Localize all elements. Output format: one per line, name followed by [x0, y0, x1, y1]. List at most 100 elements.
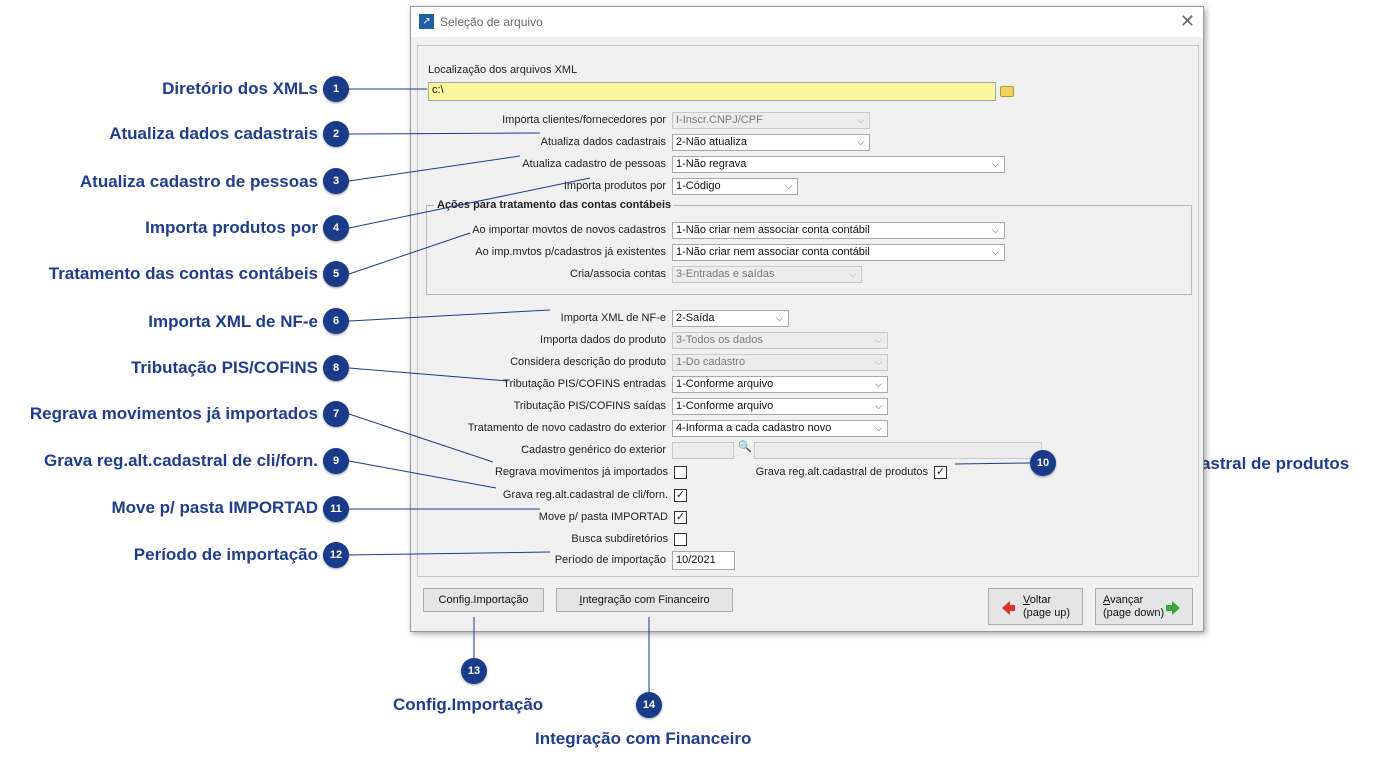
import-product-data-select[interactable]: 3-Todos os dados⌵: [672, 332, 888, 349]
chevron-down-icon: ⌵: [992, 159, 999, 169]
chevron-down-icon: ⌵: [992, 247, 999, 257]
import-nfe-value: 2-Saída: [676, 312, 715, 324]
folder-icon[interactable]: [1000, 86, 1014, 97]
close-icon[interactable]: ✕: [1179, 11, 1195, 31]
chevron-down-icon: ⌵: [992, 225, 999, 235]
import-products-label: Importa produtos por: [563, 180, 666, 192]
annotation-badge-5: 5: [323, 261, 349, 287]
import-products-select[interactable]: 1-Código ⌵: [672, 178, 798, 195]
annotation-label-4: Importa produtos por: [145, 218, 318, 237]
annotation-label-7: Regrava movimentos já importados: [29, 404, 318, 423]
annotation-badge-2: 2: [323, 121, 349, 147]
update-registry-label: Atualiza dados cadastrais: [540, 136, 666, 148]
generic-foreign-label: Cadastro genérico do exterior: [521, 444, 666, 456]
annotation-badge-8: 8: [323, 355, 349, 381]
window-title: Seleção de arquivo: [440, 15, 543, 29]
new-registry-select[interactable]: 1-Não criar nem associar conta contábil⌵: [672, 222, 1005, 239]
annotation-label-3: Atualiza cadastro de pessoas: [79, 172, 318, 191]
create-accounts-select[interactable]: 3-Entradas e saídas ⌵: [672, 266, 862, 283]
xml-location-label: Localização dos arquivos XML: [428, 64, 578, 76]
new-registry-label: Ao importar movtos de novos cadastros: [472, 224, 666, 236]
config-import-label: Config.Importação: [438, 594, 529, 606]
generic-foreign-name-input[interactable]: [754, 442, 1042, 459]
xml-location-input[interactable]: c:\: [428, 82, 996, 101]
annotation-label-13: Config.Importação: [393, 695, 544, 714]
move-folder-label: Move p/ pasta IMPORTAD: [538, 511, 668, 523]
product-description-label: Considera descrição do produto: [510, 356, 666, 368]
next-label: Avançar(page down): [1103, 594, 1165, 619]
pis-in-value: 1-Conforme arquivo: [676, 378, 774, 390]
search-subdirs-checkbox[interactable]: [674, 533, 687, 546]
integration-label: Integração com Financeiro: [579, 594, 710, 606]
import-product-data-label: Importa dados do produto: [540, 334, 666, 346]
annotation-badge-3: 3: [323, 168, 349, 194]
rewrite-movements-checkbox[interactable]: [674, 466, 687, 479]
import-clients-select[interactable]: I-Inscr.CNPJ/CPF⌵: [672, 112, 870, 129]
annotation-label-12: Período de importação: [133, 545, 318, 564]
chevron-down-icon: ⌵: [875, 379, 882, 389]
next-button[interactable]: Avançar(page down): [1095, 588, 1193, 625]
annotation-badge-14: 14: [636, 692, 662, 718]
title-bar: ↗ Seleção de arquivo ✕: [411, 7, 1203, 37]
pis-in-select[interactable]: 1-Conforme arquivo ⌵: [672, 376, 888, 393]
foreign-select[interactable]: 4-Informa a cada cadastro novo ⌵: [672, 420, 888, 437]
chevron-down-icon: ⌵: [785, 181, 792, 191]
integration-button[interactable]: Integração com Financeiro: [556, 588, 733, 612]
pis-out-value: 1-Conforme arquivo: [676, 400, 774, 412]
update-persons-select[interactable]: 1-Não regrava ⌵: [672, 156, 1005, 173]
chevron-down-icon: ⌵: [857, 137, 864, 147]
annotation-label-1: Diretório dos XMLs: [162, 79, 318, 98]
checkmark-icon: ✓: [675, 511, 686, 523]
back-button[interactable]: Voltar(page up): [988, 588, 1083, 625]
annotation-label-14: Integração com Financeiro: [535, 729, 752, 748]
generic-foreign-code-input[interactable]: [672, 442, 734, 459]
import-nfe-select[interactable]: 2-Saída⌵: [672, 310, 789, 327]
period-input[interactable]: 10/2021: [672, 551, 735, 570]
annotation-badge-13: 13: [461, 658, 487, 684]
back-label: Voltar(page up): [1023, 594, 1071, 619]
rewrite-movements-label: Regrava movimentos já importados: [494, 466, 668, 478]
file-selection-dialog: ↗ Seleção de arquivo ✕ Localização dos a…: [410, 6, 1204, 632]
import-clients-label: Importa clientes/fornecedores por: [502, 114, 666, 126]
import-product-data-value: 3-Todos os dados: [676, 334, 763, 346]
annotation-badge-12: 12: [323, 542, 349, 568]
rewrite-clients-checkbox[interactable]: ✓: [674, 489, 687, 502]
update-persons-label: Atualiza cadastro de pessoas: [522, 158, 666, 170]
foreign-value: 4-Informa a cada cadastro novo: [676, 422, 832, 434]
update-registry-value: 2-Não atualiza: [676, 136, 747, 148]
import-nfe-label: Importa XML de NF-e: [560, 312, 666, 324]
lookup-icon[interactable]: 🔍: [738, 441, 752, 453]
chevron-down-icon: ⌵: [875, 423, 882, 433]
chevron-down-icon: ⌵: [849, 269, 856, 279]
annotation-label-8: Tributação PIS/COFINS: [130, 358, 318, 377]
config-import-button[interactable]: Config.Importação: [423, 588, 544, 612]
move-folder-checkbox[interactable]: ✓: [674, 511, 687, 524]
annotation-badge-4: 4: [323, 215, 349, 241]
rewrite-products-checkbox[interactable]: ✓: [934, 466, 947, 479]
annotation-label-5: Tratamento das contas contábeis: [48, 264, 318, 283]
annotation-badge-10: 10: [1030, 450, 1056, 476]
arrow-left-icon: [1002, 601, 1015, 615]
chevron-down-icon: ⌵: [875, 357, 882, 367]
annotation-label-11: Move p/ pasta IMPORTAD: [111, 498, 318, 517]
import-clients-value: I-Inscr.CNPJ/CPF: [676, 114, 763, 126]
foreign-label: Tratamento de novo cadastro do exterior: [467, 422, 666, 434]
existing-registry-value: 1-Não criar nem associar conta contábil: [676, 246, 870, 258]
update-registry-select[interactable]: 2-Não atualiza ⌵: [672, 134, 870, 151]
pis-in-label: Tributação PIS/COFINS entradas: [503, 378, 666, 390]
annotation-label-9: Grava reg.alt.cadastral de cli/forn.: [43, 451, 318, 470]
existing-registry-select[interactable]: 1-Não criar nem associar conta contábil ⌵: [672, 244, 1005, 261]
existing-registry-label: Ao imp.mvtos p/cadastros já existentes: [475, 246, 666, 258]
app-icon: ↗: [419, 14, 434, 29]
rewrite-products-label: Grava reg.alt.cadastral de produtos: [755, 466, 928, 478]
import-products-value: 1-Código: [676, 180, 721, 192]
arrow-right-icon: [1166, 601, 1180, 615]
pis-out-label: Tributação PIS/COFINS saídas: [513, 400, 666, 412]
annotation-label-6: Importa XML de NF-e: [148, 312, 318, 331]
rewrite-clients-label: Grava reg.alt.cadastral de cli/forn.: [502, 489, 668, 501]
create-accounts-value: 3-Entradas e saídas: [676, 268, 775, 280]
product-description-select[interactable]: 1-Do cadastro⌵: [672, 354, 888, 371]
annotation-badge-1: 1: [323, 76, 349, 102]
update-persons-value: 1-Não regrava: [676, 158, 747, 170]
pis-out-select[interactable]: 1-Conforme arquivo⌵: [672, 398, 888, 415]
